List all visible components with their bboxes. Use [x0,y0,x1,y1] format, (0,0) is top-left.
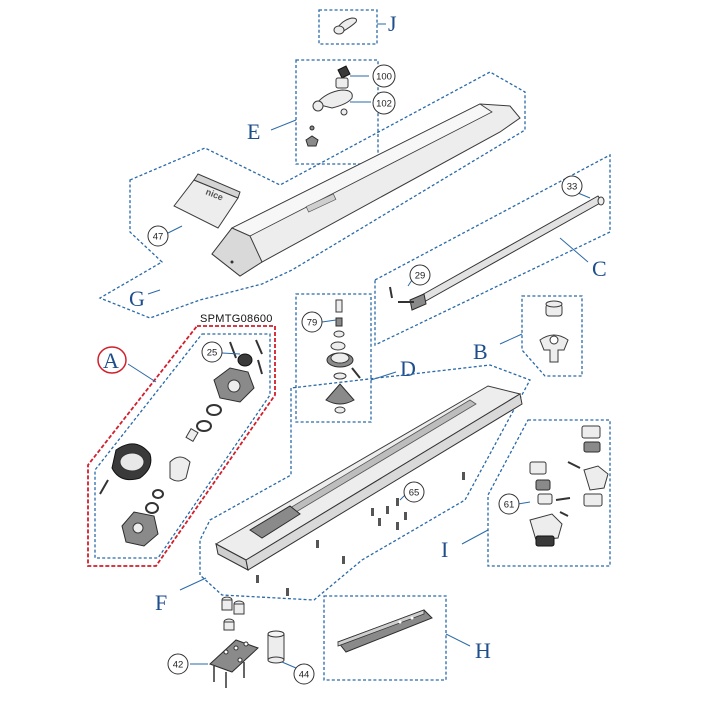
group-label-b: B [473,339,488,364]
part-pin [389,286,414,303]
callout-25: 25 [207,348,218,359]
callout-42: 42 [173,660,184,671]
callout-25-circle [201,341,223,363]
group-f-boundary [199,364,531,601]
group-label-g: G [129,286,145,311]
group-label-i: I [441,537,448,562]
group-d-boundary [295,293,372,423]
part-bracket [539,300,569,363]
loose-parts[interactable]: 42 44 [167,596,315,688]
group-label-h: H [475,638,491,663]
group-label-d: D [400,356,416,381]
part-key [333,17,357,35]
group-g-boundary [98,71,526,319]
callout-29: 29 [415,271,426,282]
group-c-boundary [374,153,611,347]
group-g[interactable]: nice 47 G [98,71,526,319]
group-h[interactable]: H [323,595,491,681]
callout-61: 61 [504,500,515,511]
group-i[interactable]: 61 I [441,419,611,567]
callout-65-circle [403,481,425,503]
part-bushings [221,596,245,631]
part-base [214,385,523,571]
group-a-red-boundary [87,325,276,567]
callout-65: 65 [409,488,420,499]
group-c[interactable]: 29 33 C [374,153,611,347]
callout-102: 102 [376,99,392,110]
group-b-boundary [521,295,583,377]
base-screws [256,472,465,596]
callout-102-circle [372,91,396,115]
callout-100-circle [372,64,396,88]
group-d[interactable]: 79 D [295,293,416,423]
callout-33-circle [561,175,583,197]
callout-79-circle [301,311,323,333]
part-cover-cap: nice [173,173,241,229]
callout-47: 47 [153,232,164,243]
kit-code: SPMTG08600 [200,313,273,325]
group-label-f: F [155,590,167,615]
group-a-inner-boundary [94,333,271,559]
part-capacitor [267,630,285,664]
part-cover [211,103,521,277]
group-a-highlight-ring [97,346,127,374]
callout-100: 100 [376,72,392,83]
release-lever-parts [305,65,353,147]
callout-42-circle [167,653,189,675]
group-h-boundary [323,595,447,681]
group-label-c: C [592,256,607,281]
group-j[interactable]: J [318,9,397,45]
group-i-boundary [487,419,611,567]
callout-79: 79 [307,318,318,329]
group-label-a: A [103,348,119,373]
group-b[interactable]: B [473,295,583,377]
callout-47-circle [147,225,169,247]
part-screw-shaft [409,195,605,311]
callout-61-circle [498,493,520,515]
group-a-motor-kit[interactable]: SPMTG08600 25 A [87,313,276,567]
callout-44: 44 [299,670,310,681]
group-j-boundary [318,9,378,45]
group-e[interactable]: 100 102 E [247,59,396,165]
group-e-boundary [295,59,379,165]
motor-parts [99,339,263,547]
callout-33: 33 [567,182,578,193]
group-label-e: E [247,119,260,144]
limit-switch-parts [529,425,609,547]
group-f[interactable]: 65 F [155,364,531,615]
part-plate [337,609,433,653]
part-terminal-block [209,639,259,688]
callout-29-circle [409,264,431,286]
callout-44-circle [293,663,315,685]
group-label-j: J [388,11,397,36]
gear-parts [325,299,361,414]
